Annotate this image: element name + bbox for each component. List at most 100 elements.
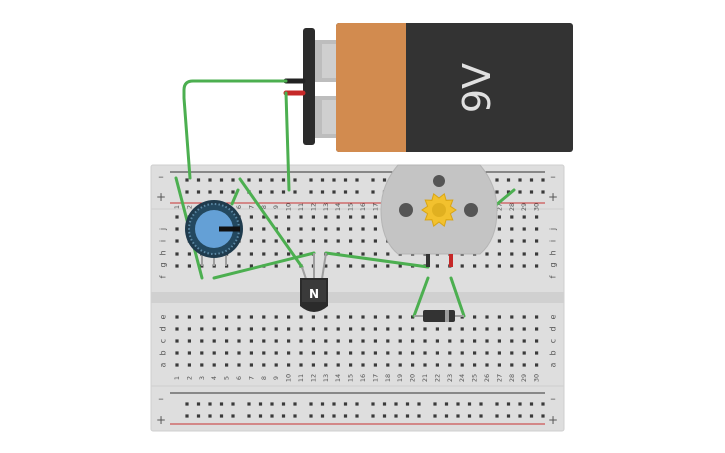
breadboard-hole[interactable] — [311, 215, 315, 219]
breadboard-hole[interactable] — [373, 351, 377, 355]
rail-hole[interactable] — [270, 190, 274, 194]
rail-hole[interactable] — [541, 190, 545, 194]
rail-hole[interactable] — [219, 402, 224, 406]
rail-hole[interactable] — [343, 190, 348, 194]
rail-hole[interactable] — [394, 402, 398, 406]
wire-pot-to-base[interactable] — [212, 251, 316, 280]
breadboard-hole[interactable] — [287, 252, 291, 256]
breadboard-hole[interactable] — [299, 327, 303, 331]
rail-hole[interactable] — [332, 190, 336, 194]
breadboard-hole[interactable] — [497, 315, 501, 319]
breadboard-hole[interactable] — [386, 264, 390, 268]
breadboard-hole[interactable] — [299, 363, 303, 367]
rail-hole[interactable] — [332, 414, 336, 418]
rail-hole[interactable] — [219, 178, 224, 182]
breadboard-hole[interactable] — [535, 315, 539, 319]
breadboard-hole[interactable] — [336, 363, 340, 367]
breadboard-hole[interactable] — [373, 215, 377, 219]
breadboard-hole[interactable] — [522, 227, 526, 231]
breadboard-hole[interactable] — [473, 363, 477, 367]
breadboard-hole[interactable] — [497, 363, 501, 367]
breadboard-hole[interactable] — [311, 351, 315, 355]
breadboard-hole[interactable] — [175, 327, 179, 331]
rail-hole[interactable] — [196, 414, 201, 418]
rail-hole[interactable] — [247, 402, 251, 406]
breadboard-hole[interactable] — [287, 227, 291, 231]
breadboard-hole[interactable] — [187, 339, 191, 343]
breadboard-hole[interactable] — [274, 239, 278, 243]
breadboard-hole[interactable] — [373, 264, 377, 268]
rail-hole[interactable] — [196, 402, 201, 406]
breadboard-hole[interactable] — [274, 339, 278, 343]
breadboard-hole[interactable] — [473, 315, 477, 319]
breadboard-hole[interactable] — [510, 339, 514, 343]
wire-battery-negative[interactable] — [182, 79, 288, 180]
rail-hole[interactable] — [518, 402, 522, 406]
breadboard-hole[interactable] — [460, 351, 464, 355]
breadboard-hole[interactable] — [497, 252, 501, 256]
rail-hole[interactable] — [270, 414, 274, 418]
breadboard-hole[interactable] — [497, 339, 501, 343]
rail-hole[interactable] — [467, 402, 472, 406]
breadboard-hole[interactable] — [225, 363, 229, 367]
rail-hole[interactable] — [320, 190, 325, 194]
breadboard-hole[interactable] — [225, 315, 229, 319]
breadboard-hole[interactable] — [435, 327, 439, 331]
breadboard-hole[interactable] — [386, 327, 390, 331]
breadboard-hole[interactable] — [175, 227, 179, 231]
rail-hole[interactable] — [231, 402, 235, 406]
rail-hole[interactable] — [405, 402, 410, 406]
rail-hole[interactable] — [332, 402, 336, 406]
breadboard-hole[interactable] — [175, 315, 179, 319]
breadboard-hole[interactable] — [435, 339, 439, 343]
breadboard-hole[interactable] — [311, 327, 315, 331]
rail-hole[interactable] — [258, 178, 263, 182]
breadboard-hole[interactable] — [349, 239, 353, 243]
breadboard-hole[interactable] — [237, 351, 241, 355]
breadboard-hole[interactable] — [361, 351, 365, 355]
rail-hole[interactable] — [518, 414, 522, 418]
breadboard-hole[interactable] — [274, 327, 278, 331]
breadboard-hole[interactable] — [361, 239, 365, 243]
rail-hole[interactable] — [529, 178, 534, 182]
rail-hole[interactable] — [258, 402, 263, 406]
breadboard-hole[interactable] — [373, 252, 377, 256]
breadboard-hole[interactable] — [373, 363, 377, 367]
breadboard-hole[interactable] — [373, 339, 377, 343]
rail-hole[interactable] — [208, 414, 212, 418]
breadboard-hole[interactable] — [386, 363, 390, 367]
breadboard-hole[interactable] — [535, 252, 539, 256]
breadboard-hole[interactable] — [349, 327, 353, 331]
breadboard-hole[interactable] — [473, 339, 477, 343]
rail-hole[interactable] — [355, 414, 359, 418]
breadboard-hole[interactable] — [324, 215, 328, 219]
breadboard-hole[interactable] — [336, 239, 340, 243]
breadboard-hole[interactable] — [311, 363, 315, 367]
breadboard-hole[interactable] — [249, 252, 253, 256]
breadboard-hole[interactable] — [349, 363, 353, 367]
breadboard-hole[interactable] — [175, 252, 179, 256]
breadboard-hole[interactable] — [212, 363, 216, 367]
rail-hole[interactable] — [270, 402, 274, 406]
breadboard-hole[interactable] — [349, 339, 353, 343]
breadboard-hole[interactable] — [336, 351, 340, 355]
potentiometer[interactable] — [185, 200, 243, 266]
rail-hole[interactable] — [208, 178, 212, 182]
breadboard-hole[interactable] — [299, 239, 303, 243]
breadboard-hole[interactable] — [473, 351, 477, 355]
breadboard-hole[interactable] — [200, 327, 204, 331]
breadboard-hole[interactable] — [435, 351, 439, 355]
rail-hole[interactable] — [231, 414, 235, 418]
breadboard-hole[interactable] — [460, 339, 464, 343]
breadboard-hole[interactable] — [324, 227, 328, 231]
rail-hole[interactable] — [382, 178, 387, 182]
breadboard-hole[interactable] — [510, 239, 514, 243]
breadboard-hole[interactable] — [324, 363, 328, 367]
breadboard-hole[interactable] — [473, 264, 477, 268]
rail-hole[interactable] — [231, 190, 235, 194]
rail-hole[interactable] — [231, 178, 235, 182]
breadboard-hole[interactable] — [336, 215, 340, 219]
breadboard-hole[interactable] — [175, 239, 179, 243]
breadboard-hole[interactable] — [262, 327, 266, 331]
breadboard-hole[interactable] — [225, 351, 229, 355]
